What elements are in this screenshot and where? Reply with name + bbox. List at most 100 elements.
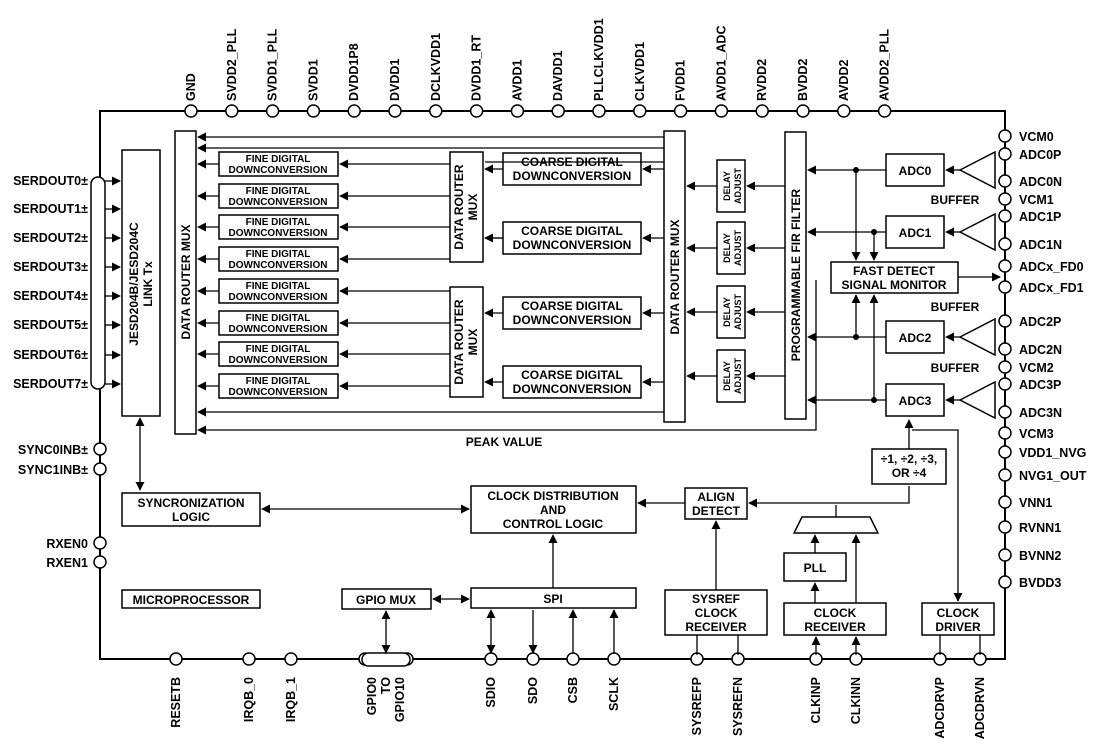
microprocessor-block: [121, 589, 261, 609]
coarse-ddc-label2-2: DOWNCONVERSION: [513, 313, 632, 327]
top-pin-label-6: DCLKVDD1: [429, 33, 443, 101]
top-pin-15: [796, 104, 810, 118]
sysref-label-2: CLOCK: [695, 606, 738, 620]
right-pin-11: [998, 377, 1012, 391]
top-pin-label-1: SVDD2_PLL: [225, 28, 239, 101]
serdout-label-0: SERDOUT0±: [13, 174, 88, 188]
bottom-pin-5: [566, 652, 580, 666]
serdout-lines: [105, 176, 121, 389]
top-pin-0: [184, 104, 198, 118]
right-pin-17: [998, 520, 1012, 534]
sync-pin-1: [93, 462, 107, 476]
right-pin-8: [998, 314, 1012, 328]
bottom-pin-label-12: ADCDRVN: [973, 677, 987, 739]
gpio-label-0: GPIO0: [365, 677, 379, 715]
top-pin-label-9: DAVDD1: [551, 50, 565, 101]
buffer-0: [958, 150, 996, 190]
top-pin-4: [347, 104, 361, 118]
buffer-label-1: BUFFER: [931, 300, 980, 314]
bottom-pin-label-11: ADCDRVP: [933, 677, 947, 739]
fine-ddc-label-2: FINE DIGITAL: [246, 217, 311, 228]
delay-adjust-0: [716, 159, 746, 213]
serdout-label-2: SERDOUT2±: [13, 231, 88, 245]
right-pin-label-8: ADC2P: [1019, 315, 1061, 329]
delay-label-0: DELAY: [722, 171, 732, 201]
delay-adjust-3: [716, 349, 746, 403]
inner-mux-0: [449, 151, 484, 263]
bottom-pin-label-5: CSB: [566, 677, 580, 703]
adc-label-0: ADC0: [899, 164, 932, 178]
bottom-pin-label-3: SDIO: [484, 677, 498, 708]
bottom-pin-3: [484, 652, 498, 666]
sysref-label-3: RECEIVER: [685, 620, 747, 634]
right-pin-label-2: ADC0N: [1019, 175, 1062, 189]
inner-mux-label-0: DATA ROUTER: [452, 164, 466, 249]
fine-ddc-label-0: FINE DIGITAL: [246, 154, 311, 165]
right-pin-label-7: ADCx_FD1: [1019, 281, 1084, 295]
coarse-ddc-block-0: [502, 152, 642, 186]
right-pin-label-18: BVNN2: [1019, 549, 1061, 563]
top-pin-5: [388, 104, 402, 118]
top-pin-10: [592, 104, 606, 118]
clock-dist-block: [470, 485, 637, 534]
top-pin-label-7: DVDD1_RT: [470, 35, 484, 101]
fine-ddc-label2-2: DOWNCONVERSION: [229, 228, 328, 239]
fine-ddc-label2-6: DOWNCONVERSION: [229, 355, 328, 366]
right-pin-18: [998, 548, 1012, 562]
bottom-pin-6: [607, 652, 621, 666]
clock-dist-label: CLOCK DISTRIBUTION: [487, 489, 618, 503]
right-pin-label-11: ADC3P: [1019, 378, 1061, 392]
fine-ddc-label-1: FINE DIGITAL: [246, 186, 311, 197]
top-pin-label-0: GND: [184, 73, 198, 101]
right-pin-label-14: VDD1_NVG: [1019, 446, 1086, 460]
gpio-label-2: GPIO10: [393, 677, 407, 722]
bottom-pin-label-9: CLKINP: [809, 677, 823, 724]
buffer-label-2: BUFFER: [931, 361, 980, 375]
fine-ddc-block-3: [218, 246, 339, 272]
bottom-pin-2: [284, 652, 298, 666]
right-pin-label-3: VCM1: [1019, 193, 1054, 207]
fast-detect-label-2: SIGNAL MONITOR: [842, 278, 947, 292]
top-pin-label-13: AVDD1_ADC: [714, 26, 728, 101]
right-pin-label-13: VCM3: [1019, 427, 1054, 441]
right-pin-0: [998, 129, 1012, 143]
align-detect-label-2: DETECT: [692, 504, 741, 518]
gpio-label-1: TO: [379, 677, 393, 694]
buffer-3: [958, 380, 996, 420]
top-pin-11: [633, 104, 647, 118]
right-pin-5: [998, 237, 1012, 251]
divider-block: [871, 448, 947, 485]
bottom-pin-label-1: IRQB_0: [242, 677, 256, 722]
sync-pin-0: [93, 442, 107, 456]
clock-receiver-label: CLOCK: [814, 606, 857, 620]
bottom-pin-label-6: SCLK: [607, 677, 621, 711]
fine-ddc-block-2: [218, 214, 339, 240]
divider-label: ÷1, ÷2, ÷3,: [881, 452, 937, 466]
coarse-ddc-block-3: [502, 365, 642, 399]
clock-receiver-block: [783, 602, 887, 636]
inner-mux-label2-1: MUX: [466, 329, 480, 356]
top-pin-label-14: RVDD2: [755, 59, 769, 101]
top-pin-6: [429, 104, 443, 118]
sync-logic-label: SYNCRONIZATION: [137, 496, 244, 510]
align-detect-label: ALIGN: [697, 490, 734, 504]
top-pin-label-3: SVDD1: [306, 59, 320, 101]
top-pin-label-2: SVDD1_PLL: [266, 28, 280, 101]
clock-driver-block: [921, 602, 995, 636]
right-pin-3: [998, 192, 1012, 206]
coarse-ddc-label-2: COARSE DIGITAL: [521, 299, 623, 313]
buffer-2: [958, 317, 996, 357]
bottom-pin-label-0: RESETB: [169, 677, 183, 728]
top-pin-12: [673, 104, 688, 118]
bottom-pin-label-7: SYSREFP: [690, 677, 704, 735]
bottom-pin-1: [242, 652, 256, 666]
top-pin-9: [551, 104, 565, 118]
delay-adjust-1: [716, 221, 746, 275]
fine-ddc-block-4: [218, 278, 339, 304]
top-pin-8: [510, 104, 525, 118]
